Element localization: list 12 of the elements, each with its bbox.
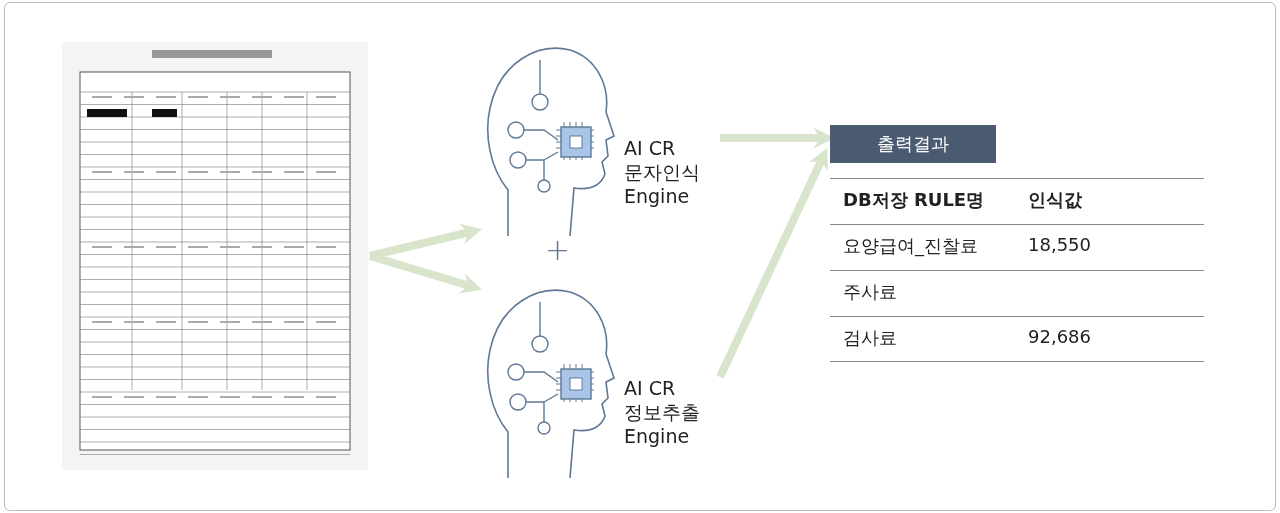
table-cell: 92,686 xyxy=(1028,326,1091,347)
engine-caption: AI CR 정보추출 Engine xyxy=(624,376,701,448)
heading-tag: 출력결과 xyxy=(830,125,996,163)
table-cell: 요양급여_진찰료 xyxy=(843,234,978,258)
table-cell: 18,550 xyxy=(1028,234,1091,255)
column-header: 인식값 xyxy=(1028,188,1082,212)
column-header: DB저장 RULE명 xyxy=(843,188,985,212)
engine-caption: AI CR 문자인식 Engine xyxy=(624,136,701,208)
table-cell: 주사료 xyxy=(843,280,897,304)
plus-sign: + xyxy=(545,232,571,267)
arrow xyxy=(716,147,828,379)
table-cell: 검사료 xyxy=(843,326,897,350)
